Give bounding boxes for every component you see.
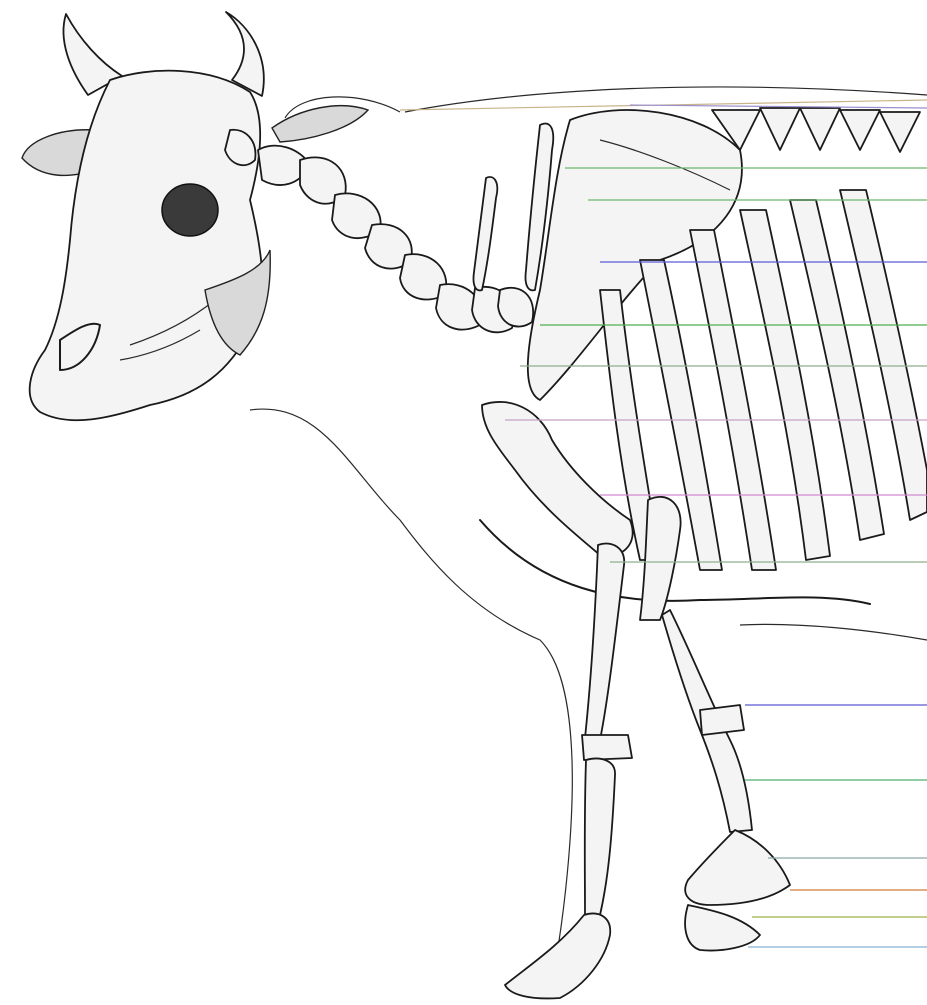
forelimb-near (482, 402, 633, 999)
dorsal-spines (473, 124, 553, 291)
cervical-vertebrae (258, 146, 533, 333)
skull (30, 71, 271, 421)
